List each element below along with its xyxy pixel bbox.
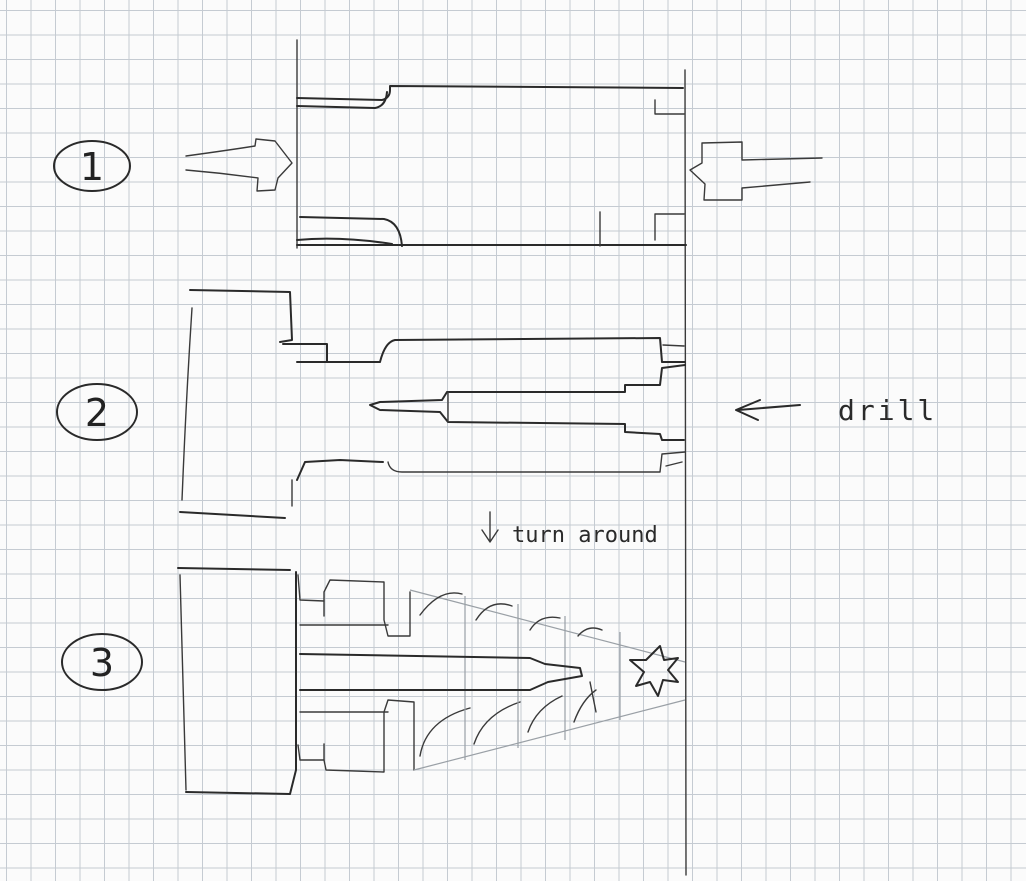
step-3-label: 3 <box>90 641 114 685</box>
step-2-label: 2 <box>85 391 109 435</box>
step-1-marker: 1 <box>53 140 131 192</box>
step-2-marker: 2 <box>56 383 138 441</box>
right-center-icon <box>689 141 823 201</box>
chuck-step-2 <box>179 289 293 519</box>
cut-chips <box>419 592 621 760</box>
workpiece-step-2 <box>282 337 686 481</box>
chuck-step-3 <box>177 567 297 795</box>
boring-bar <box>299 653 597 713</box>
workpiece-step-1 <box>296 85 687 247</box>
left-center-icon <box>185 138 293 192</box>
step-3-marker: 3 <box>61 633 143 691</box>
star-icon <box>629 645 679 697</box>
guide-line-right <box>684 69 687 876</box>
arrow-left-icon <box>735 399 801 421</box>
drill-bit <box>369 364 686 441</box>
drill-label: drill <box>838 394 937 427</box>
arrow-down-icon <box>481 511 499 543</box>
turnaround-label: turn around <box>512 523 658 548</box>
drill-arrow: drill <box>735 394 937 427</box>
turnaround-note: turn around <box>481 511 658 548</box>
step-1-label: 1 <box>80 145 104 189</box>
workpiece-step-3 <box>297 574 686 773</box>
